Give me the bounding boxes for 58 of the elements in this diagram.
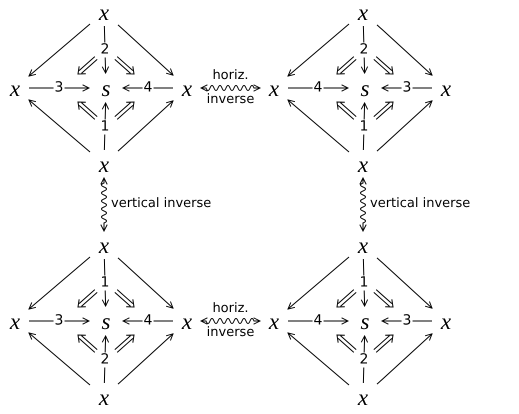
arrow (382, 317, 432, 325)
math-variable: x (182, 76, 192, 100)
edge-label: horiz. inverse (206, 300, 256, 342)
math-variable: s (360, 310, 370, 332)
edge-label: 2 (100, 42, 110, 57)
arrow (118, 24, 174, 76)
math-variable: x (98, 234, 110, 256)
edge-label: 2 (358, 352, 370, 367)
edge-label: 1 (358, 275, 370, 290)
arrow (118, 100, 174, 152)
arrow (376, 257, 432, 309)
wavy-arrow (200, 317, 260, 325)
edge-label: horiz. inverse (206, 67, 256, 109)
arrow (28, 99, 90, 153)
math-variable: s (102, 76, 110, 100)
arrow (28, 84, 90, 92)
edge-label: 1 (100, 119, 110, 134)
arrow (28, 23, 90, 77)
math-variable: x (358, 234, 368, 256)
arrow (288, 23, 350, 77)
edge-label: vertical inverse (111, 196, 212, 210)
arrow (118, 333, 174, 385)
math-variable: x (98, 152, 110, 176)
arrow (360, 26, 368, 74)
wavy-arrow (200, 84, 260, 92)
math-variable: x (440, 76, 452, 100)
edge-label: 1 (100, 275, 110, 290)
wavy-arrow (100, 178, 108, 232)
arrow (376, 100, 432, 152)
math-variable: x (440, 310, 452, 332)
wavy-arrow (359, 178, 367, 232)
arrow (288, 256, 350, 310)
math-variable: x (182, 310, 192, 332)
arrow (28, 332, 90, 386)
math-variable: x (10, 310, 20, 332)
edge-label: 2 (358, 42, 370, 57)
arrow (102, 26, 110, 74)
math-variable: x (268, 76, 280, 100)
math-variable: x (358, 152, 368, 176)
math-variable: s (102, 310, 110, 332)
math-variable: s (360, 76, 370, 100)
arrow (28, 317, 90, 325)
math-variable: x (98, 0, 110, 24)
edge-label: 2 (100, 352, 110, 367)
arrow (382, 84, 432, 92)
arrow (288, 332, 350, 386)
arrow (28, 256, 90, 310)
arrow (376, 24, 432, 76)
arrow (376, 333, 432, 385)
math-variable: x (268, 310, 280, 332)
arrow (288, 99, 350, 153)
arrow (118, 257, 174, 309)
edge-label: vertical inverse (370, 196, 470, 210)
math-variable: x (358, 386, 368, 408)
edge-label: 1 (358, 119, 370, 134)
math-variable: x (358, 0, 368, 24)
math-variable: x (10, 76, 20, 100)
math-variable: x (98, 386, 110, 408)
